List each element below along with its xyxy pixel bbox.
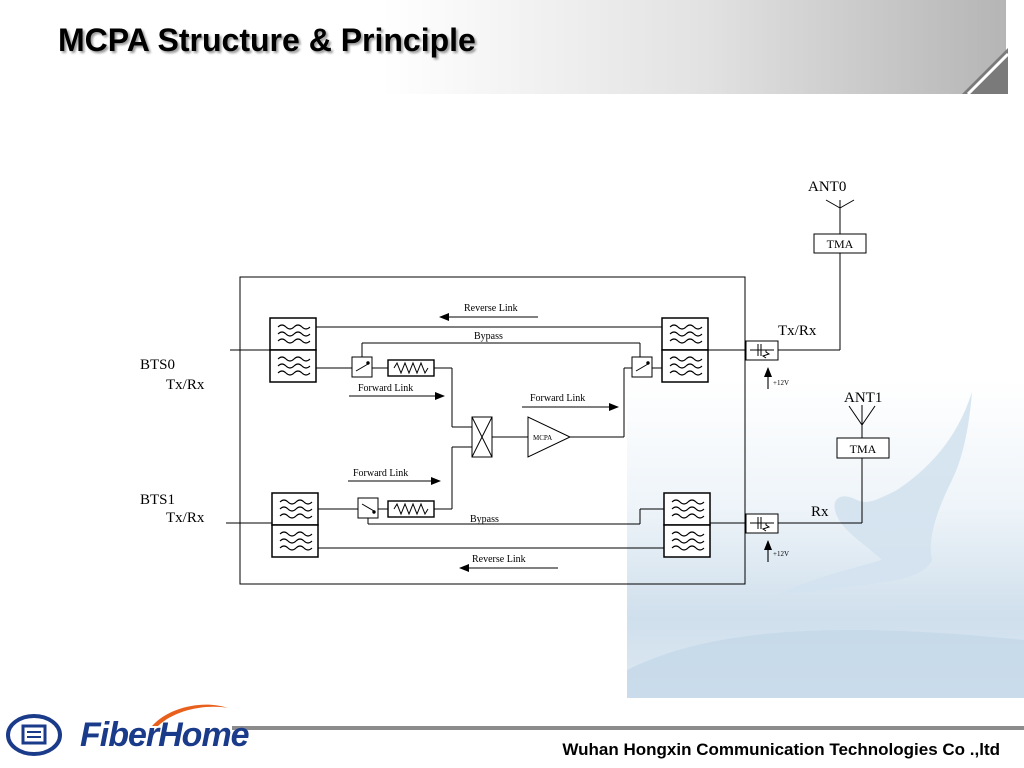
label-forward-link-left-bottom: Forward Link: [353, 468, 408, 479]
label-bypass-top: Bypass: [474, 331, 503, 342]
label-reverse-link-bottom: Reverse Link: [472, 554, 526, 565]
eagle-watermark-icon: [627, 392, 1024, 698]
company-name: Wuhan Hongxin Communication Technologies…: [562, 740, 1000, 759]
logo-text: FiberHome: [80, 716, 250, 754]
enclosure-box: [239, 276, 746, 585]
page-title: MCPA Structure & Principle: [58, 22, 476, 58]
duplexer-filter-bank-left-bottom: [271, 492, 319, 558]
bias-tee-top: [745, 340, 779, 361]
wire-lines: [226, 208, 863, 549]
title-bar: [0, 0, 1006, 94]
fiberhome-emblem-icon: [6, 714, 62, 756]
bias-tee-bottom: [745, 513, 779, 534]
bypass-switch-right-top: [631, 356, 653, 378]
tma-box-top: [813, 233, 867, 254]
label-bts0-port: Tx/Rx: [166, 377, 205, 393]
duplexer-filter-bank-right-top: [661, 317, 709, 383]
label-ant1: ANT1: [844, 390, 882, 406]
label-voltage-top: +12V: [773, 379, 789, 387]
mcpa-amplifier: [527, 416, 572, 458]
label-port-txrx: Tx/Rx: [778, 323, 817, 339]
bypass-switch-left-top: [351, 356, 373, 378]
label-tma-top: TMA: [827, 237, 854, 251]
label-bts1-port: Tx/Rx: [166, 510, 205, 526]
footer-divider: [232, 726, 1024, 730]
label-tma-bottom: TMA: [850, 442, 877, 456]
label-reverse-link-top: Reverse Link: [464, 303, 518, 314]
combiner-box: [471, 416, 493, 458]
title-corner-fold: [962, 48, 1008, 94]
antenna-icon-bottom: [848, 405, 876, 426]
label-voltage-bottom: +12V: [773, 550, 789, 558]
label-forward-link-mid: Forward Link: [530, 393, 585, 404]
bypass-switch-left-bottom: [357, 497, 379, 519]
antenna-icon-top: [825, 199, 855, 209]
label-port-rx: Rx: [811, 504, 829, 520]
attenuator-bottom: [387, 500, 435, 518]
arrow-lines: [348, 313, 772, 572]
tma-box-bottom: [836, 437, 890, 459]
label-bts0-name: BTS0: [140, 357, 175, 373]
label-bts1-name: BTS1: [140, 492, 175, 508]
duplexer-filter-bank-right-bottom: [663, 492, 711, 558]
attenuator-top: [387, 359, 435, 377]
label-ant0: ANT0: [808, 179, 846, 195]
label-forward-link-left-top: Forward Link: [358, 383, 413, 394]
label-bypass-bottom: Bypass: [470, 514, 499, 525]
label-mcpa: MCPA: [533, 434, 552, 442]
logo-swoosh-icon: [152, 704, 228, 726]
duplexer-filter-bank-left-top: [269, 317, 317, 383]
